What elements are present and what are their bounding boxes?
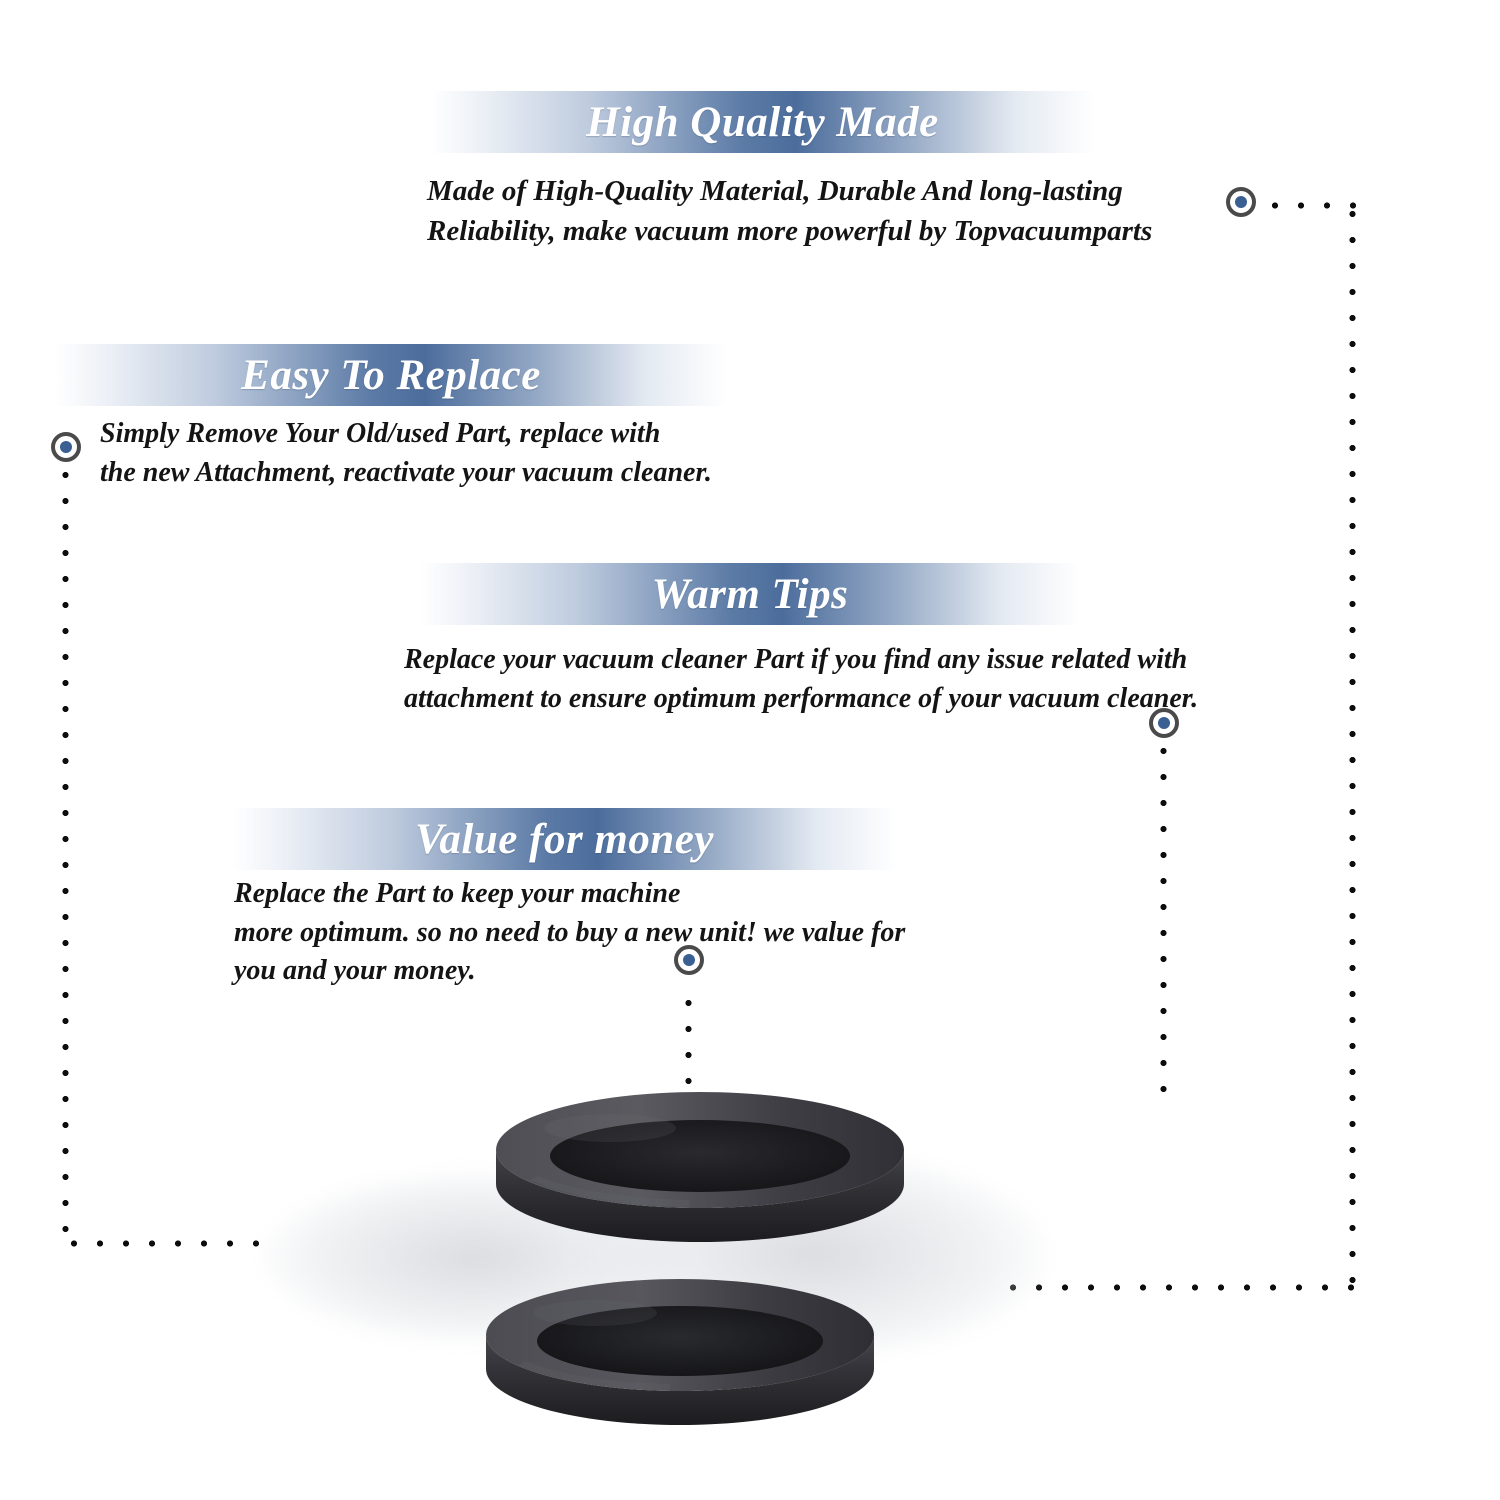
section-body-high-quality-made: Made of High-Quality Material, Durable A…	[427, 175, 1153, 248]
marker-warm-tips	[1149, 708, 1179, 738]
marker-core-icon	[1234, 195, 1248, 209]
connector-easy-to-replace-horizontal-bottom	[61, 1239, 266, 1248]
section-banner-high-quality-made: High Quality Made	[430, 91, 1095, 153]
marker-high-quality-made	[1226, 187, 1256, 217]
section-body-warm-tips: Replace your vacuum cleaner Part if you …	[404, 644, 1199, 714]
section-title-high-quality-made: High Quality Made	[586, 98, 939, 146]
marker-core-icon	[1157, 716, 1171, 730]
marker-core-icon	[59, 440, 73, 454]
section-banner-value-for-money: Value for money	[232, 808, 897, 870]
connector-easy-to-replace-vertical-left	[61, 462, 70, 1247]
section-title-warm-tips: Warm Tips	[651, 570, 849, 618]
connector-value-for-money-vertical	[684, 990, 693, 1100]
section-title-easy-to-replace: Easy To Replace	[241, 351, 541, 399]
section-title-value-for-money: Value for money	[415, 815, 714, 863]
section-body-easy-to-replace: Simply Remove Your Old/used Part, replac…	[100, 418, 712, 488]
connector-high-quality-made-vertical-right	[1348, 201, 1357, 1289]
connector-warm-tips-vertical	[1159, 738, 1168, 1100]
vacuum-belt-upper	[496, 1092, 904, 1242]
vacuum-belt-lower	[486, 1279, 874, 1425]
section-body-value-for-money: Replace the Part to keep your machine mo…	[234, 878, 906, 987]
section-banner-warm-tips: Warm Tips	[420, 563, 1080, 625]
marker-value-for-money	[674, 945, 704, 975]
section-banner-easy-to-replace: Easy To Replace	[55, 344, 727, 406]
connector-high-quality-made-horizontal-top	[1262, 201, 1357, 210]
marker-core-icon	[682, 953, 696, 967]
product-image-vacuum-belts	[250, 1060, 1250, 1490]
marker-easy-to-replace	[51, 432, 81, 462]
connector-high-quality-made-horizontal-bottom	[1000, 1283, 1355, 1292]
